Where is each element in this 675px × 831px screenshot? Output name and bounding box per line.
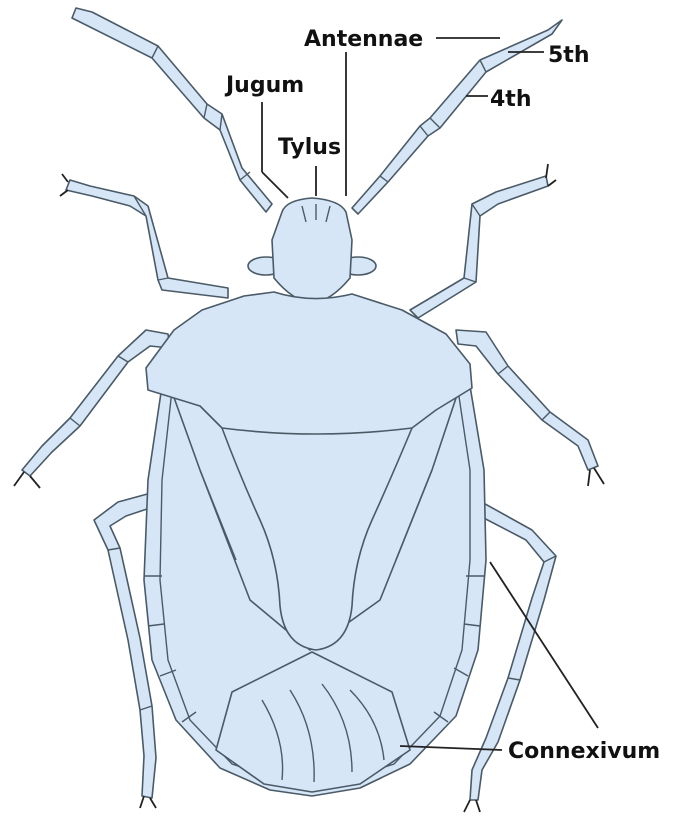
left-front-leg [60,174,228,298]
label-antennae: Antennae [304,27,423,52]
left-antenna [72,8,272,212]
label-connexivum: Connexivum [508,739,660,764]
right-front-leg [410,164,556,318]
label-tylus: Tylus [278,135,341,160]
left-middle-leg [14,330,170,488]
label-fourth-segment: 4th [490,87,532,112]
label-fifth-segment: 5th [548,43,590,68]
label-jugum: Jugum [224,73,304,98]
